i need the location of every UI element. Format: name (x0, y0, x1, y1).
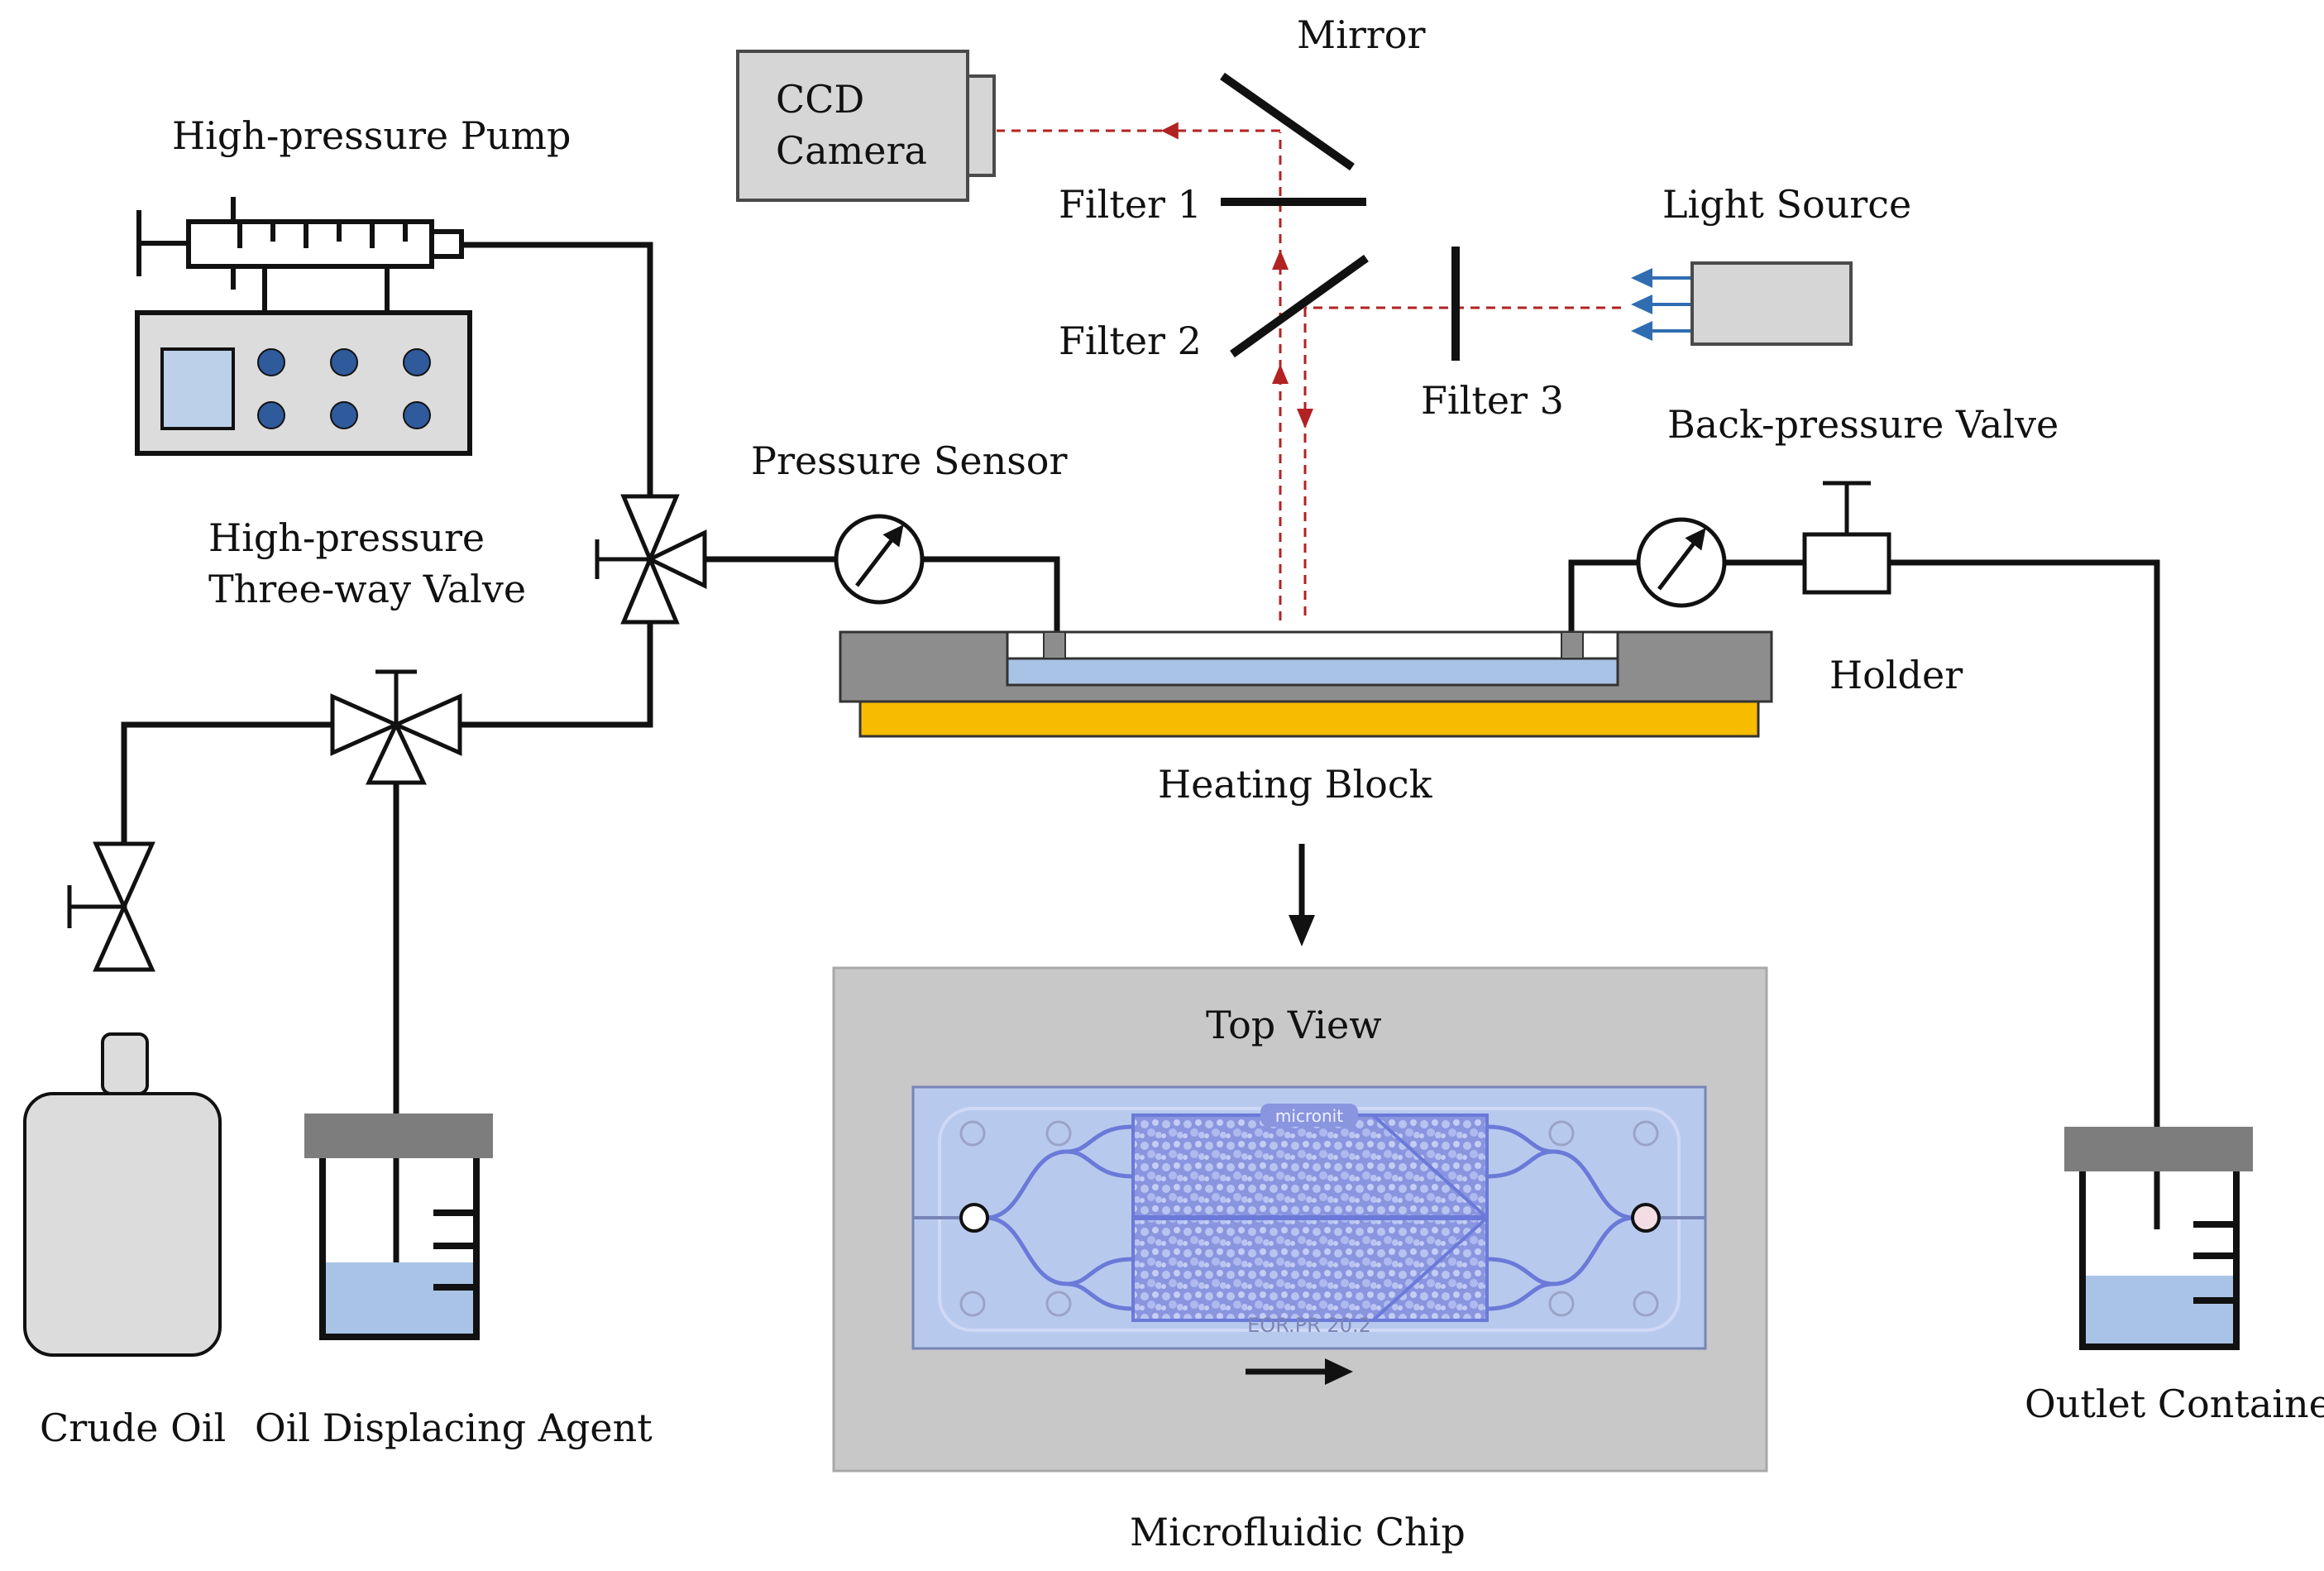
top-view-panel: Top View (832, 966, 1768, 1473)
chip-code: EOR.PR 20.2 (1247, 1314, 1371, 1337)
laser-arrowheads (1272, 250, 1313, 429)
crude-oil-valve (67, 841, 155, 972)
three-way-valve-label-line1: High-pressure (208, 515, 485, 560)
pressure-sensor-label: Pressure Sensor (751, 438, 1068, 483)
filter-3-label: Filter 3 (1421, 378, 1564, 423)
selector-valve (330, 669, 462, 785)
pipe-holder-to-outlet-gauge (1568, 559, 1638, 634)
ccd-label-line2: Camera (776, 128, 927, 173)
arrow-to-top-view (1289, 844, 1315, 946)
pipe-three-way-to-selector (460, 624, 653, 728)
pump-display (160, 347, 235, 430)
chip-alignment-holes (959, 1120, 1659, 1317)
chip-outlet-port (1631, 1203, 1661, 1233)
filter-1-label: Filter 1 (1059, 182, 1202, 227)
agent-beaker (304, 1114, 493, 1340)
outlet-container (2064, 1127, 2253, 1350)
chip-inlet-port (959, 1203, 989, 1233)
light-source-label: Light Source (1662, 182, 1911, 227)
microfluidic-chip-label: Microfluidic Chip (1130, 1510, 1466, 1554)
holder-label: Holder (1829, 653, 1963, 697)
three-way-valve-label-line2: Three-way Valve (208, 567, 526, 611)
outlet-pressure-gauge (1636, 517, 1727, 608)
holder (839, 630, 1773, 703)
filter-2 (1230, 254, 1369, 358)
heating-block (858, 700, 1760, 738)
top-view-label: Top View (1206, 1003, 1382, 1047)
back-pressure-valve (1802, 481, 1891, 595)
pump-label: High-pressure Pump (172, 113, 571, 158)
light-source: Light Source (1631, 182, 1911, 346)
three-way-valve (595, 494, 707, 625)
chip-logo: micronit (1275, 1106, 1343, 1126)
chip-channels (985, 1124, 1635, 1311)
crude-oil-bottle (23, 1032, 222, 1357)
ccd-label-line1: CCD (776, 77, 864, 122)
back-pressure-valve-label: Back-pressure Valve (1667, 402, 2059, 447)
flow-direction-arrow (1246, 1358, 1353, 1385)
ccd-camera: CCD Camera (736, 50, 996, 202)
pipe-sensor-to-holder (923, 556, 1060, 634)
pressure-sensor (834, 514, 925, 605)
crude-oil-label: Crude Oil (40, 1406, 226, 1450)
high-pressure-pump (135, 197, 472, 456)
mirror-label: Mirror (1297, 12, 1425, 57)
pipe-pump-to-three-way (461, 242, 653, 496)
pipe-crude-to-selector (121, 721, 332, 968)
outlet-container-label: Outlet Container (2025, 1382, 2324, 1426)
pipe-bpv-to-outlet (1889, 559, 2160, 1229)
light-arrows (1631, 268, 1690, 341)
filter-2-label: Filter 2 (1059, 319, 1202, 363)
mirror (1220, 72, 1355, 171)
heating-block-label: Heating Block (1158, 762, 1433, 807)
agent-label: Oil Displacing Agent (255, 1406, 653, 1450)
pump-buttons (257, 348, 431, 429)
